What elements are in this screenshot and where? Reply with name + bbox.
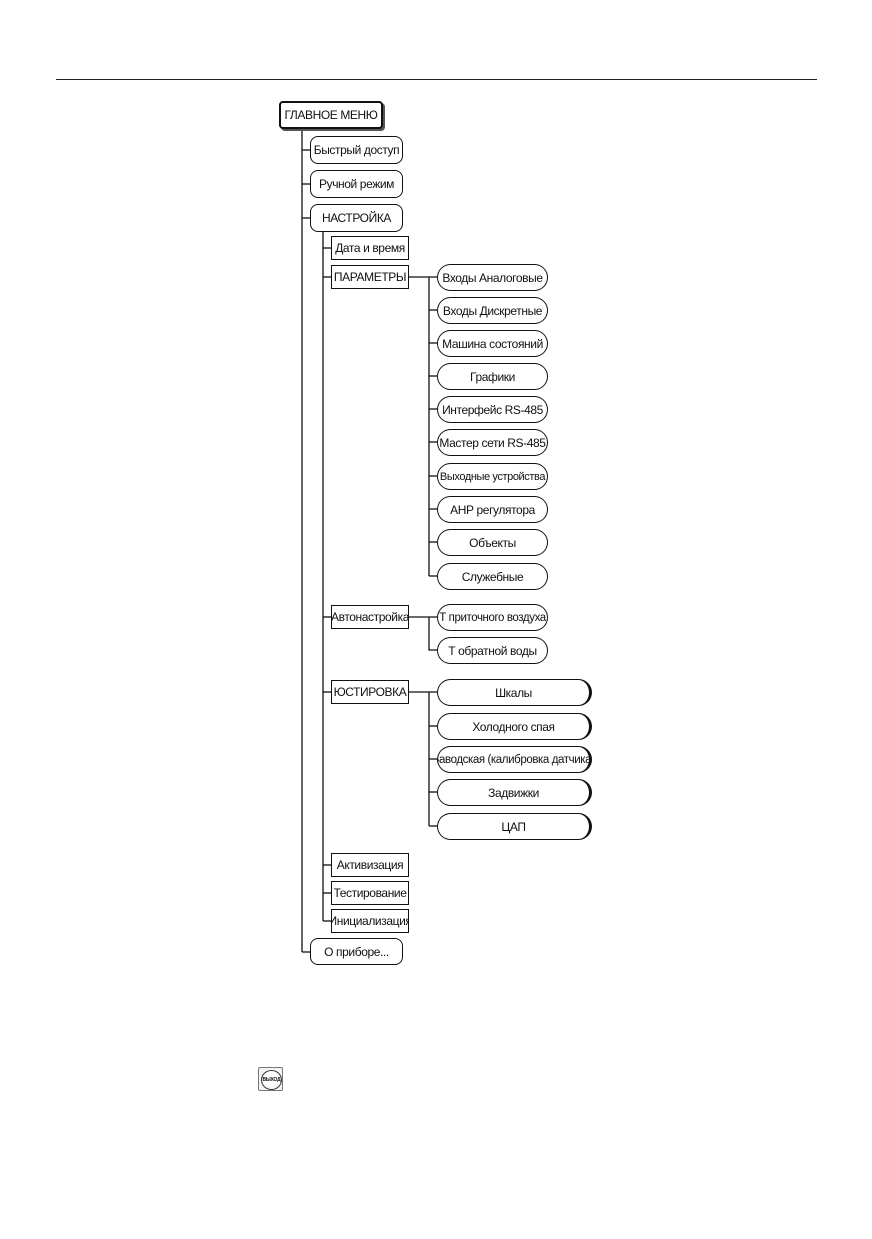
- param-state-machine[interactable]: Машина состояний: [437, 330, 548, 357]
- main-menu-root[interactable]: ГЛАВНОЕ МЕНЮ: [279, 101, 383, 129]
- exit-key-icon: ВЫХОД: [258, 1067, 283, 1091]
- settings-date-time[interactable]: Дата и время: [331, 236, 409, 260]
- param-objects[interactable]: Объекты: [437, 529, 548, 556]
- trunk-autotuning: [428, 617, 437, 651]
- param-output-devices[interactable]: Выходные устройства: [437, 463, 548, 490]
- menu-manual-mode[interactable]: Ручной режим: [310, 170, 403, 198]
- calib-dac[interactable]: ЦАП: [437, 813, 592, 840]
- param-analog-inputs[interactable]: Входы Аналоговые: [437, 264, 548, 291]
- settings-parameters[interactable]: ПАРАМЕТРЫ: [331, 265, 409, 289]
- menu-quick-access[interactable]: Быстрый доступ: [310, 136, 403, 164]
- calib-scales[interactable]: Шкалы: [437, 679, 592, 706]
- autotune-return-water-temp[interactable]: Т обратной воды: [437, 637, 548, 664]
- settings-calibration[interactable]: ЮСТИРОВКА: [331, 680, 409, 704]
- calib-factory-sensor[interactable]: Заводская (калибровка датчика): [437, 746, 592, 773]
- param-graphs[interactable]: Графики: [437, 363, 548, 390]
- settings-initialization[interactable]: Инициализация: [331, 909, 409, 933]
- calib-valves[interactable]: Задвижки: [437, 779, 592, 806]
- exit-key-label: ВЫХОД: [261, 1070, 282, 1090]
- settings-testing[interactable]: Тестирование: [331, 881, 409, 905]
- param-service[interactable]: Служебные: [437, 563, 548, 590]
- param-discrete-inputs[interactable]: Входы Дискретные: [437, 297, 548, 324]
- menu-settings[interactable]: НАСТРОЙКА: [310, 204, 403, 232]
- settings-autotuning[interactable]: Автонастройка: [331, 605, 409, 629]
- settings-activation[interactable]: Активизация: [331, 853, 409, 877]
- calib-cold-junction[interactable]: Холодного спая: [437, 713, 592, 740]
- param-regulator-anr[interactable]: АНР регулятора: [437, 496, 548, 523]
- menu-about[interactable]: О приборе...: [310, 938, 403, 965]
- page-header-rule: [56, 79, 817, 80]
- param-rs485-interface[interactable]: Интерфейс RS-485: [437, 396, 548, 423]
- param-rs485-master[interactable]: Мастер сети RS-485: [437, 429, 548, 456]
- autotune-supply-air-temp[interactable]: Т приточного воздуха: [437, 604, 548, 631]
